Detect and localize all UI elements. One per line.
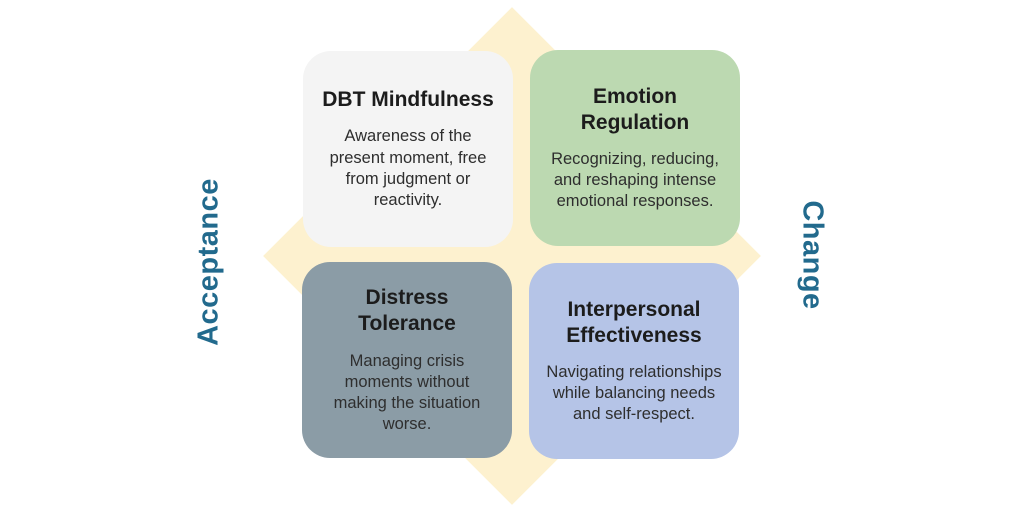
quadrant-description: Navigating relationships while balancing… <box>546 363 722 424</box>
quadrant-description: Recognizing, reducing, and reshaping int… <box>551 150 719 211</box>
quadrant-distress-tolerance: Distress Tolerance Managing crisis momen… <box>302 262 512 458</box>
quadrant-description: Awareness of the present moment, free fr… <box>329 127 487 209</box>
quadrant-title: DBT Mindfulness <box>322 88 494 112</box>
axis-label-acceptance: Acceptance <box>192 178 225 346</box>
quadrant-title: Emotion Regulation <box>580 84 690 134</box>
axis-label-change: Change <box>796 200 829 310</box>
quadrant-description: Managing crisis moments without making t… <box>333 351 481 433</box>
quadrant-title: Distress Tolerance <box>358 286 456 336</box>
quadrant-interpersonal-effectiveness: Interpersonal Effectiveness Navigating r… <box>529 263 739 459</box>
quadrant-dbt-mindfulness: DBT Mindfulness Awareness of the present… <box>303 51 513 247</box>
quadrant-emotion-regulation: Emotion Regulation Recognizing, reducing… <box>530 50 740 246</box>
quadrant-title: Interpersonal Effectiveness <box>566 297 702 347</box>
